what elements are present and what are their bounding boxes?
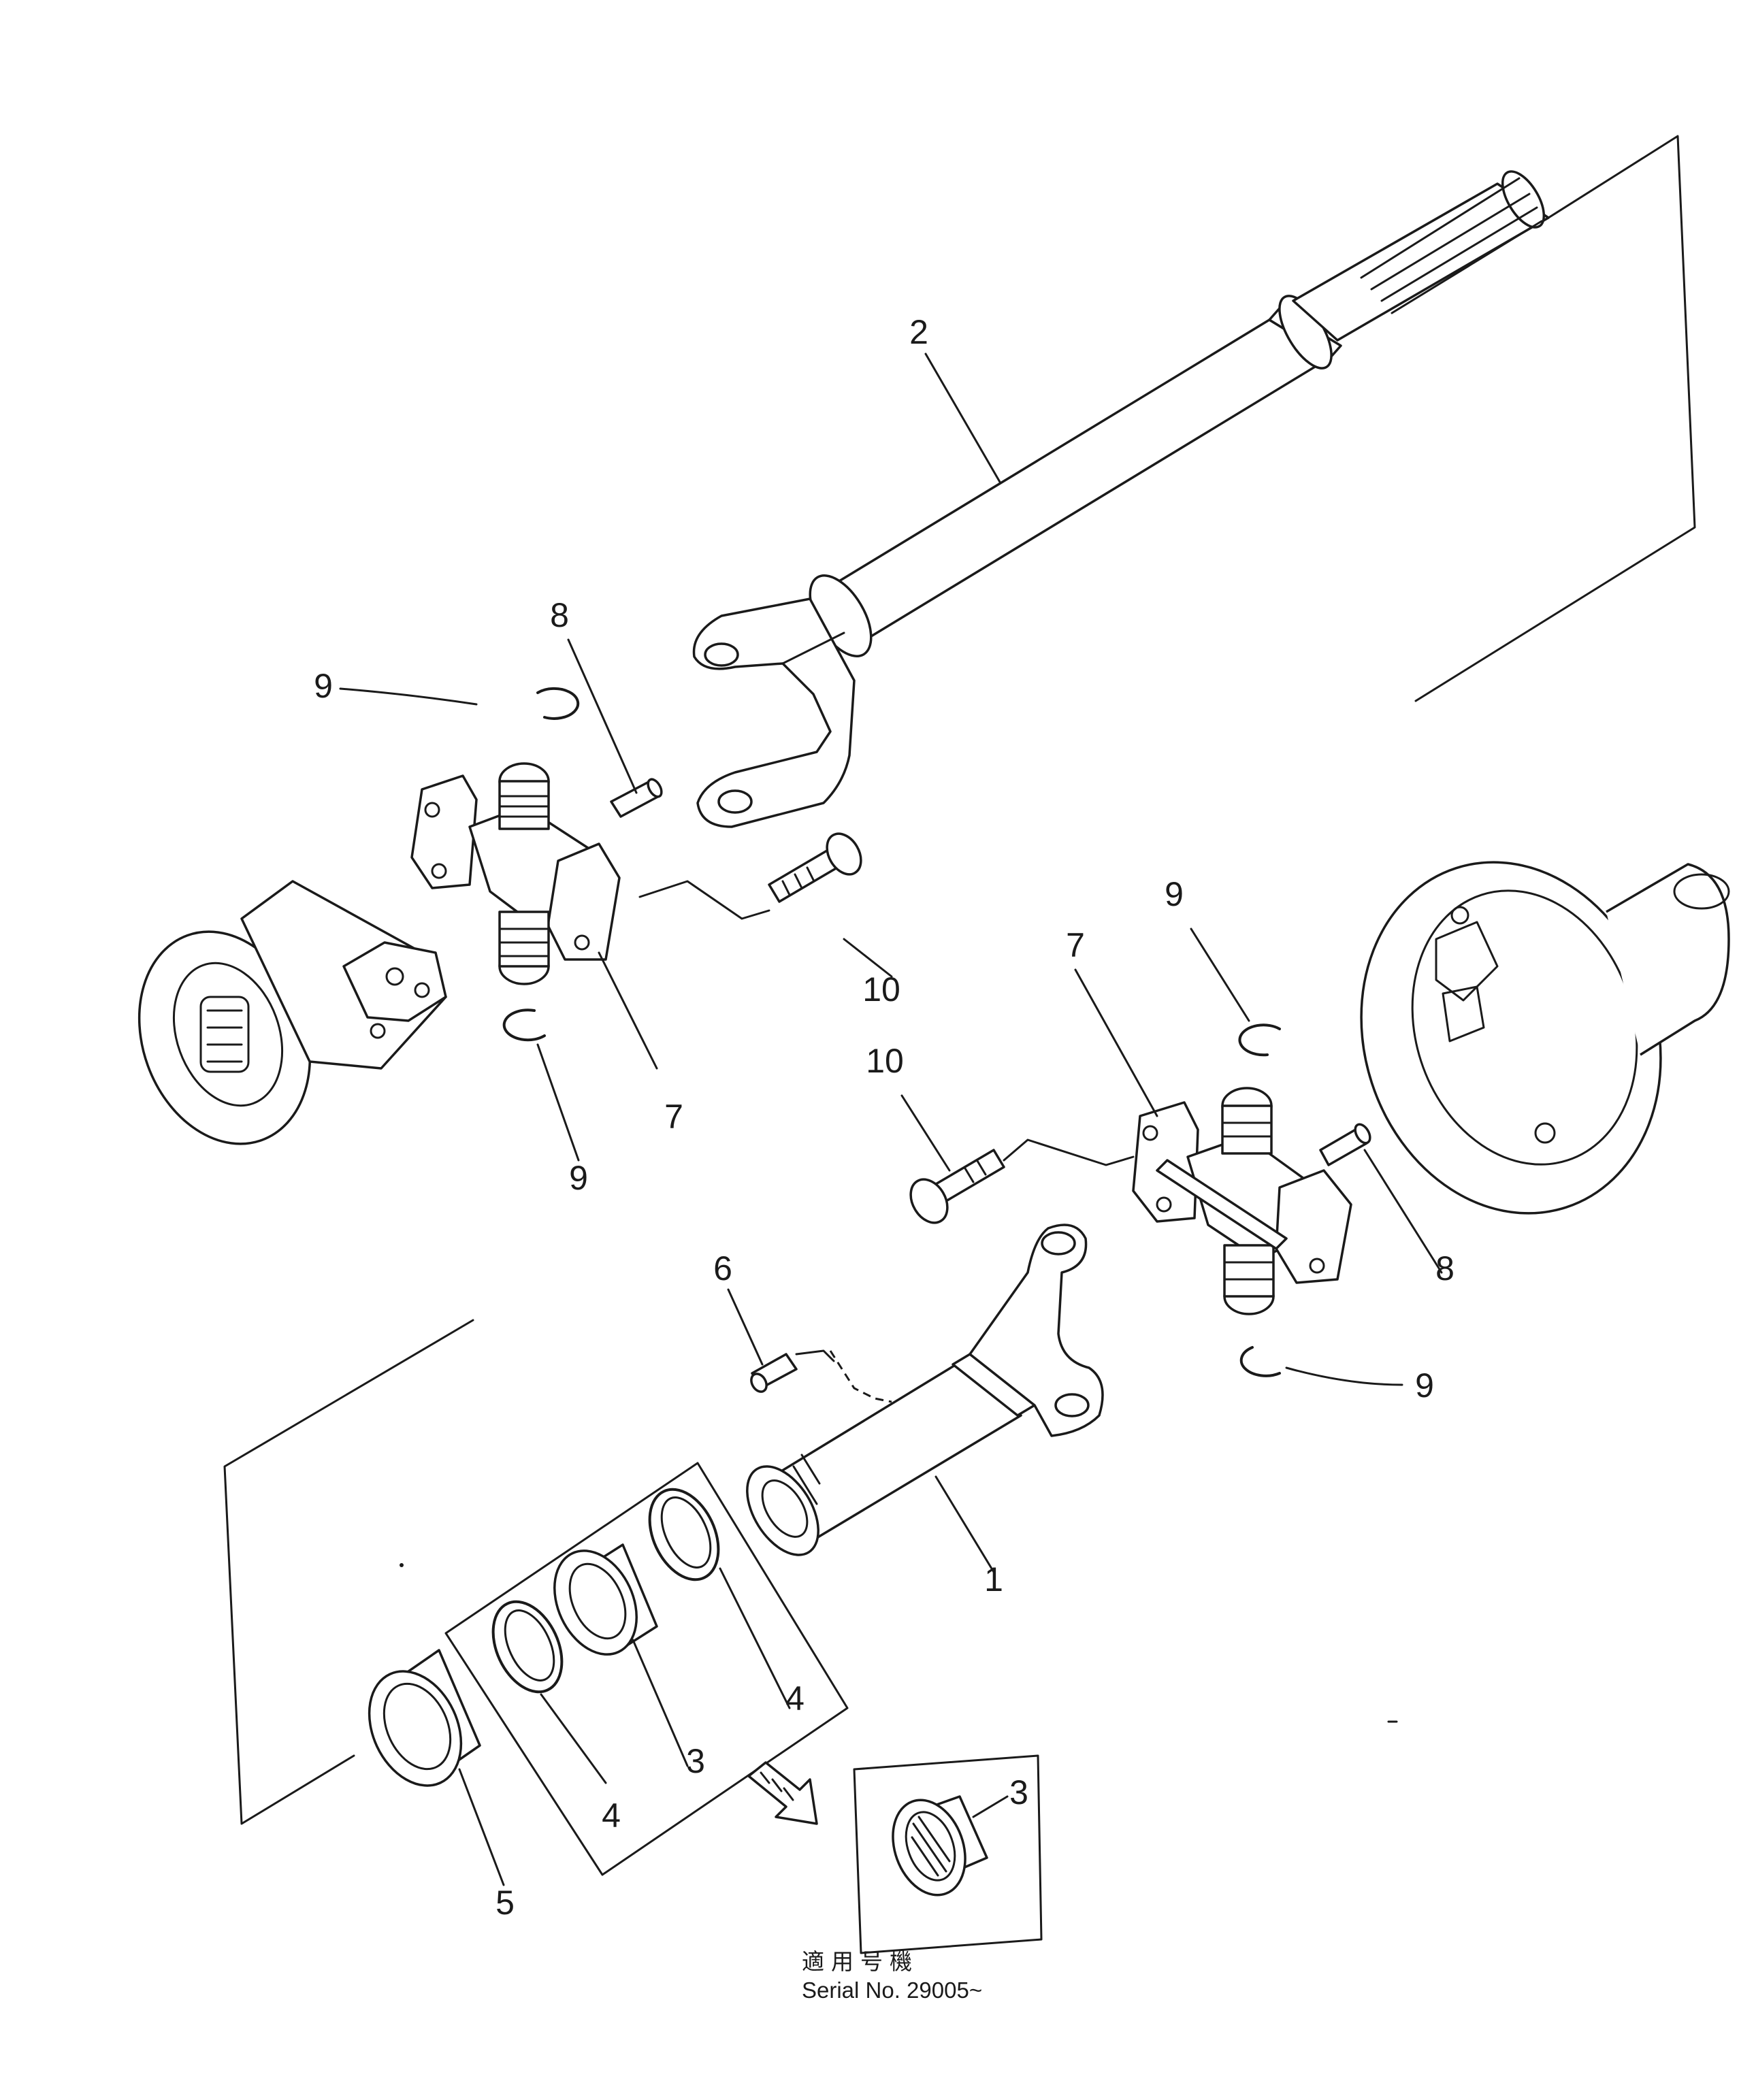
serial-note: 適用号機 Serial No. 29005~ — [802, 1948, 982, 2005]
callout-part-10-upper: 10 — [862, 970, 900, 1008]
grease-hole-dash — [829, 1350, 892, 1403]
bushing-5 — [368, 1649, 481, 1787]
right-flange-housing — [1360, 861, 1730, 1215]
seal-kit-bracket — [444, 1462, 849, 1876]
callout-part-8-right: 8 — [1435, 1249, 1454, 1287]
callout-part-2: 2 — [909, 313, 928, 351]
callout-part-9-right-upper: 9 — [1165, 875, 1184, 913]
inset-arrow — [747, 1761, 818, 1825]
snap-ring-4-left — [491, 1600, 564, 1694]
bearing-3 — [553, 1543, 658, 1656]
universal-joint-right — [1132, 1087, 1352, 1315]
snap-ring-right-lower — [1239, 1346, 1281, 1377]
callout-part-3: 3 — [686, 1742, 705, 1780]
callout-part-5: 5 — [495, 1884, 515, 1922]
assembly-bracket-upper — [1414, 135, 1696, 702]
snap-ring-right-upper — [1238, 1023, 1281, 1057]
snap-ring-left-upper — [536, 687, 580, 720]
callout-part-1: 1 — [984, 1560, 1003, 1598]
callout-part-9-top-left: 9 — [314, 667, 333, 705]
snap-ring-left-lower — [502, 1008, 546, 1042]
leader-lines — [339, 352, 1443, 1886]
callout-part-4-right: 4 — [785, 1679, 805, 1718]
inset-box — [853, 1754, 1043, 1954]
drive-shaft — [692, 170, 1550, 828]
universal-joint-left — [410, 762, 621, 985]
bolt-lower — [909, 1149, 1005, 1224]
slip-yoke-tube — [746, 1224, 1104, 1556]
bolt-upper-leader — [638, 880, 770, 920]
serial-number-label: Serial No. 29005~ — [802, 1978, 983, 2003]
callout-part-10-lower: 10 — [866, 1042, 904, 1080]
callout-part-4-left: 4 — [602, 1797, 621, 1835]
callout-part-9-left-lower: 9 — [569, 1159, 588, 1197]
callout-part-6: 6 — [713, 1249, 732, 1287]
assembly-bracket-lower — [223, 1319, 474, 1825]
bolt-upper — [768, 832, 862, 903]
callout-part-7-left: 7 — [664, 1098, 683, 1136]
callout-part-7-right: 7 — [1066, 926, 1085, 964]
bolt-lower-leader — [1003, 1138, 1135, 1166]
grease-fitting-6 — [750, 1349, 835, 1393]
applicable-serial-label-jp: 適用号機 — [802, 1949, 919, 1974]
snap-ring-4-right — [648, 1488, 720, 1581]
grease-fitting-left — [610, 778, 663, 818]
callout-part-8-left: 8 — [550, 596, 569, 634]
callout-part-9-right-lower: 9 — [1415, 1366, 1434, 1405]
stray-dot — [400, 1563, 404, 1567]
callout-part-3-inset: 3 — [1009, 1773, 1028, 1811]
left-flange-yoke — [137, 880, 447, 1145]
grease-fitting-right — [1319, 1123, 1371, 1166]
